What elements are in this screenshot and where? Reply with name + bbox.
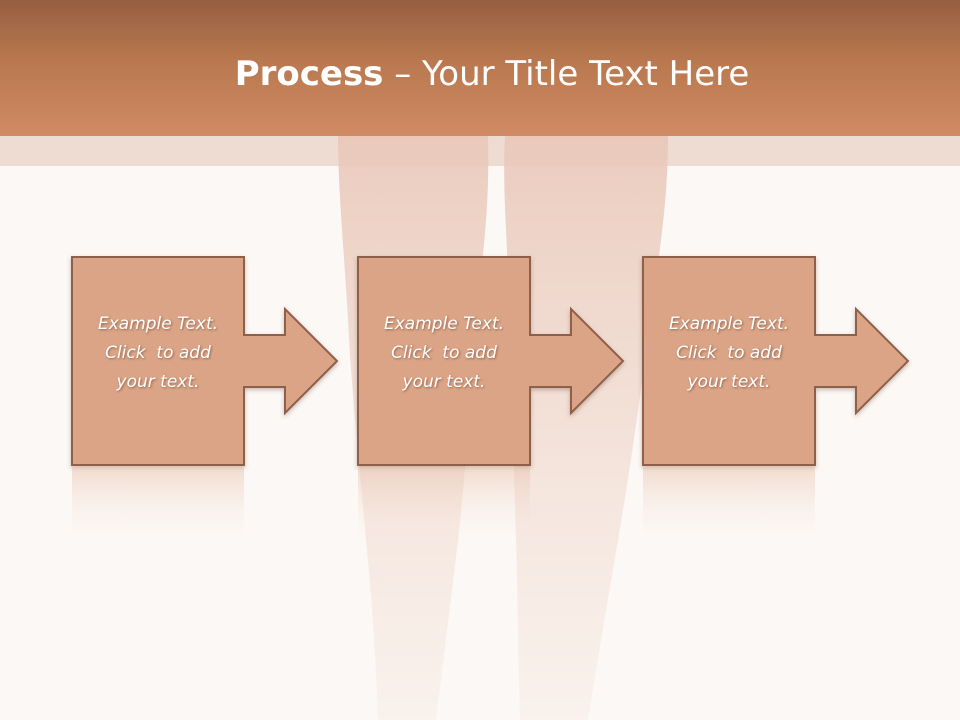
process-step-2[interactable] <box>357 256 625 540</box>
step-2-line-2: Click to add <box>391 343 497 363</box>
step-2-line-3: your text. <box>402 372 486 392</box>
title-bar <box>0 0 960 136</box>
slide-title[interactable]: Process – Your Title Text Here <box>0 50 960 98</box>
step-3-line-3: your text. <box>687 372 771 392</box>
step-1-reflection <box>72 467 244 540</box>
process-step-3[interactable] <box>642 256 910 540</box>
step-1-line-1: Example Text. <box>97 314 219 334</box>
step-3-line-2: Click to add <box>676 343 782 363</box>
step-2-text[interactable]: Example Text. Click to add your text. <box>358 310 530 397</box>
step-1-text[interactable]: Example Text. Click to add your text. <box>72 310 244 397</box>
step-2-line-1: Example Text. <box>383 314 505 334</box>
process-step-1[interactable] <box>71 256 339 540</box>
step-2-arrow-shape <box>357 256 625 466</box>
step-3-line-1: Example Text. <box>668 314 790 334</box>
step-1-line-3: your text. <box>116 372 200 392</box>
step-2-reflection <box>358 467 530 540</box>
step-3-arrow-shape <box>642 256 910 466</box>
step-3-text[interactable]: Example Text. Click to add your text. <box>643 310 815 397</box>
step-1-line-2: Click to add <box>105 343 211 363</box>
step-1-arrow-shape <box>71 256 339 466</box>
right-leg-shape <box>504 136 668 720</box>
slide-title-bold: Process <box>234 54 384 94</box>
slide-title-rest: – Your Title Text Here <box>383 54 750 94</box>
step-3-reflection <box>643 467 815 540</box>
